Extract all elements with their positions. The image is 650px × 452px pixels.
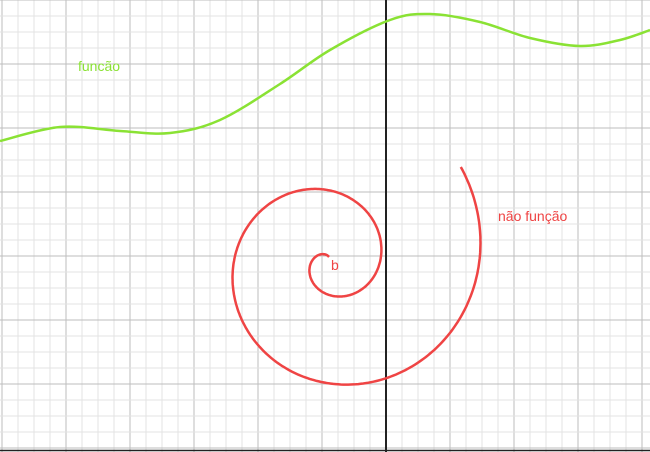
point-label: b (331, 257, 339, 273)
non-function-spiral[interactable] (231, 166, 482, 386)
non-function-label: não função (498, 208, 567, 224)
function-label: funcão (78, 58, 120, 74)
function-curve[interactable] (0, 12, 650, 143)
